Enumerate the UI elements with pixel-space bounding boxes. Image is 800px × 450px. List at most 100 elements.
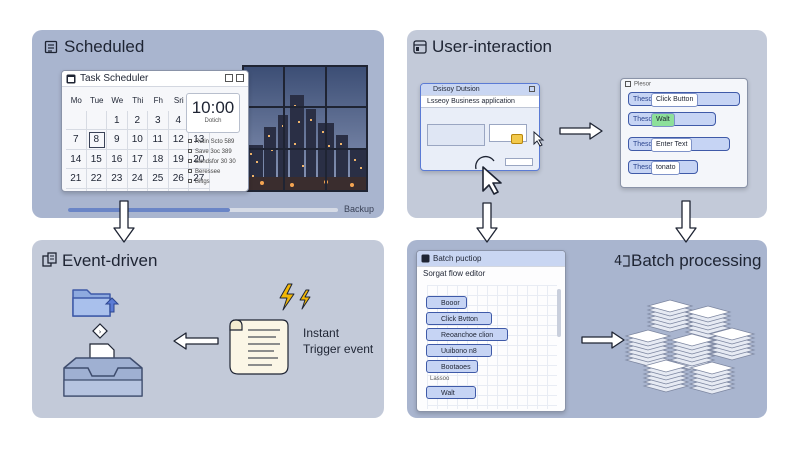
- calendar-day[interactable]: 13: [189, 130, 210, 150]
- checkbox-icon[interactable]: [188, 149, 192, 154]
- calendar-day[interactable]: 24: [127, 169, 148, 189]
- schedule-item[interactable]: Rutin Scto 589: [188, 137, 236, 147]
- checkbox-icon[interactable]: [188, 159, 192, 164]
- diamond-event-icon: ›: [92, 323, 108, 339]
- calendar-day[interactable]: 20: [189, 149, 210, 169]
- weekday-header: Thi: [132, 96, 144, 105]
- calendar-grid: MoTueWeThiFhSri1234578910111213141516171…: [66, 91, 210, 191]
- batch-block-label: Reoanchoe clion: [441, 332, 494, 339]
- task-scheduler-window: Task Scheduler MoTueWeThiFhSri1234578910…: [61, 70, 249, 192]
- schedule-item[interactable]: Beressee: [188, 167, 236, 177]
- calendar-day[interactable]: 11: [148, 130, 169, 150]
- flow-step-label: Enter Text: [651, 138, 693, 152]
- weekday-header: Mo: [70, 96, 82, 105]
- city-night-window-image: [242, 65, 368, 192]
- calendar-day[interactable]: 2: [127, 110, 148, 130]
- batch-block[interactable]: Click Bvtton: [426, 312, 492, 325]
- flow-step-tag: Thesd: [633, 96, 653, 103]
- arrow-right-icon: [559, 122, 603, 140]
- calendar-day[interactable]: 26: [168, 169, 189, 189]
- flow-step-tag: Thesd: [633, 141, 653, 148]
- task-scheduler-title: Task Scheduler: [80, 73, 149, 84]
- arrow-left-icon: [173, 332, 219, 350]
- scheduled-title: Scheduled: [64, 37, 145, 56]
- flow-step-label: Walt: [651, 113, 675, 127]
- schedule-item[interactable]: Bundsfor 30 30: [188, 157, 236, 167]
- batch-block[interactable]: Reoanchoe clion: [426, 328, 508, 341]
- calendar-day: [128, 188, 148, 191]
- batch-block-label: Walt: [441, 390, 455, 397]
- weekday-header: Fh: [153, 96, 163, 105]
- arrow-down-icon: [675, 200, 697, 243]
- batch-block[interactable]: Booor: [426, 296, 467, 309]
- inbox-tray-icon: [63, 343, 143, 397]
- arrow-down-icon: [476, 202, 498, 243]
- paper-sheet: [688, 361, 736, 375]
- paper-sheet: [642, 359, 690, 373]
- legacy-window-title: Dsisoy Dutsion: [433, 86, 480, 93]
- batch-block-label: Bootaoes: [441, 364, 471, 371]
- calendar-day[interactable]: 29: [87, 188, 107, 191]
- calendar-day[interactable]: 3: [148, 110, 169, 130]
- svg-text:4: 4: [614, 254, 622, 268]
- schedule-item[interactable]: Save 3oc 389: [188, 147, 236, 157]
- clock-subtitle: Dotich: [204, 118, 222, 124]
- app-title: Lsseoy Business application: [427, 98, 515, 105]
- calendar-day[interactable]: 14: [66, 149, 87, 169]
- calendar-day[interactable]: 9: [107, 130, 128, 150]
- paper-sheet: [684, 305, 732, 319]
- calendar-day[interactable]: 28: [66, 188, 87, 191]
- minimize-button[interactable]: [225, 74, 233, 82]
- batch-block-label: Uuibono n8: [441, 348, 477, 355]
- paper-sheet: [668, 333, 716, 347]
- editor-title-row: Sorgat flow editor: [417, 267, 565, 280]
- calendar-day: [86, 110, 107, 130]
- calendar-day[interactable]: 15: [86, 149, 107, 169]
- close-button[interactable]: [529, 86, 535, 92]
- calendar-day[interactable]: 16: [107, 149, 128, 169]
- calendar-day[interactable]: 23: [107, 169, 128, 189]
- calendar-day[interactable]: 21: [66, 169, 87, 189]
- flow-step-label: Click Button: [651, 93, 699, 107]
- calendar-day[interactable]: 10: [127, 130, 148, 150]
- calendar-day[interactable]: 27: [189, 169, 210, 189]
- batch-processing-title: Batch processing: [631, 251, 762, 270]
- checkbox-icon[interactable]: [188, 139, 192, 144]
- calendar-day[interactable]: 17: [127, 149, 148, 169]
- weekday-header: Tue: [90, 96, 104, 105]
- trigger-line-2: Trigger event: [303, 342, 374, 356]
- svg-text:›: ›: [99, 328, 102, 336]
- calendar-app-icon: [66, 74, 76, 84]
- calendar-day[interactable]: 12: [168, 130, 189, 150]
- calendar-day[interactable]: 25: [148, 169, 169, 189]
- schedule-item-label: Biitgs: [195, 179, 210, 185]
- schedule-item[interactable]: Biitgs: [188, 177, 236, 187]
- weekday-header: We: [111, 96, 124, 105]
- calendar-day: [148, 188, 169, 191]
- batch-block[interactable]: Walt: [426, 386, 476, 399]
- window-app-icon: [413, 40, 427, 54]
- highlighted-button[interactable]: [511, 134, 523, 144]
- checkbox-icon[interactable]: [188, 169, 192, 174]
- submit-button[interactable]: [505, 158, 533, 166]
- calendar-day[interactable]: 1: [107, 110, 128, 130]
- batch-block[interactable]: Uuibono n8: [426, 344, 492, 357]
- maximize-button[interactable]: [236, 74, 244, 82]
- calendar-day[interactable]: 30: [107, 188, 128, 191]
- flow-step-tag: Theso: [633, 116, 653, 123]
- calendar-day[interactable]: 22: [86, 169, 107, 189]
- calendar-day[interactable]: 7: [66, 130, 87, 150]
- calendar-day[interactable]: 8: [86, 130, 107, 150]
- scrollbar[interactable]: [557, 289, 561, 337]
- event-scroll-icon: [229, 319, 289, 375]
- checkbox-icon[interactable]: [188, 179, 192, 184]
- calendar-day[interactable]: 18: [148, 149, 169, 169]
- flow-step-tag: Theso: [633, 164, 653, 171]
- calendar-day[interactable]: 19: [168, 149, 189, 169]
- batch-block[interactable]: Bootaoes: [426, 360, 478, 373]
